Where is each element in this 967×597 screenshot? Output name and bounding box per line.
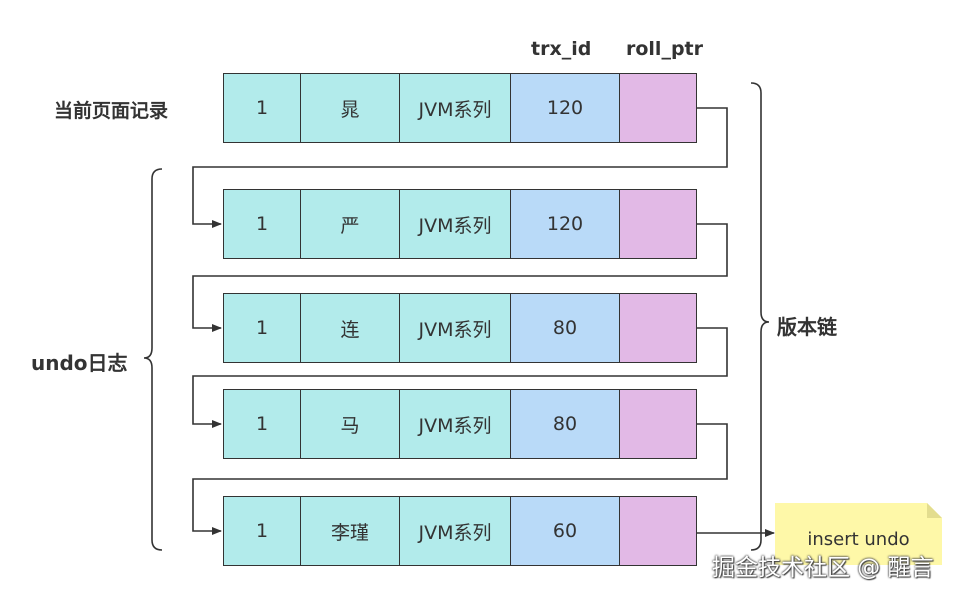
watermark: 掘金技术社区 @ 醒言 (712, 555, 934, 581)
roll-ptr-connector (192, 223, 728, 332)
cell-trx-id: 60 (510, 496, 620, 566)
version-chain-label: 版本链 (777, 315, 837, 339)
cell-roll-ptr (619, 389, 697, 459)
cell-column: JVM系列 (399, 293, 511, 363)
cell-column: JVM系列 (399, 73, 511, 143)
cell-id: 1 (223, 496, 301, 566)
record-row-current: 1 晁 JVM系列 120 (223, 73, 697, 143)
cell-trx-id: 120 (510, 189, 620, 259)
cell-name: 马 (300, 389, 400, 459)
cell-trx-id: 120 (510, 73, 620, 143)
record-row-undo-2: 1 连 JVM系列 80 (223, 293, 697, 363)
roll-ptr-connector (192, 107, 728, 228)
cell-id: 1 (223, 389, 301, 459)
cell-roll-ptr (619, 293, 697, 363)
cell-column: JVM系列 (399, 189, 511, 259)
roll-ptr-connector (192, 327, 728, 428)
insert-undo-label: insert undo (807, 528, 910, 550)
cell-roll-ptr (619, 189, 697, 259)
cell-roll-ptr (619, 496, 697, 566)
undo-log-label: undo日志 (31, 351, 128, 375)
cell-roll-ptr (619, 73, 697, 143)
record-row-undo-3: 1 马 JVM系列 80 (223, 389, 697, 459)
header-roll-ptr: roll_ptr (626, 38, 704, 60)
current-record-label: 当前页面记录 (54, 100, 169, 122)
record-row-undo-1: 1 严 JVM系列 120 (223, 189, 697, 259)
header-trx-id: trx_id (531, 38, 592, 60)
cell-id: 1 (223, 73, 301, 143)
version-chain-brace (750, 82, 770, 551)
cell-name: 严 (300, 189, 400, 259)
cell-column: JVM系列 (399, 496, 511, 566)
cell-name: 连 (300, 293, 400, 363)
cell-column: JVM系列 (399, 389, 511, 459)
cell-trx-id: 80 (510, 389, 620, 459)
cell-trx-id: 80 (510, 293, 620, 363)
roll-ptr-connector (192, 423, 728, 535)
undo-log-brace (143, 168, 163, 551)
insert-undo-note: insert undo (775, 503, 942, 565)
cell-id: 1 (223, 189, 301, 259)
record-row-undo-4: 1 李瑾 JVM系列 60 (223, 496, 697, 566)
cell-name: 晁 (300, 73, 400, 143)
